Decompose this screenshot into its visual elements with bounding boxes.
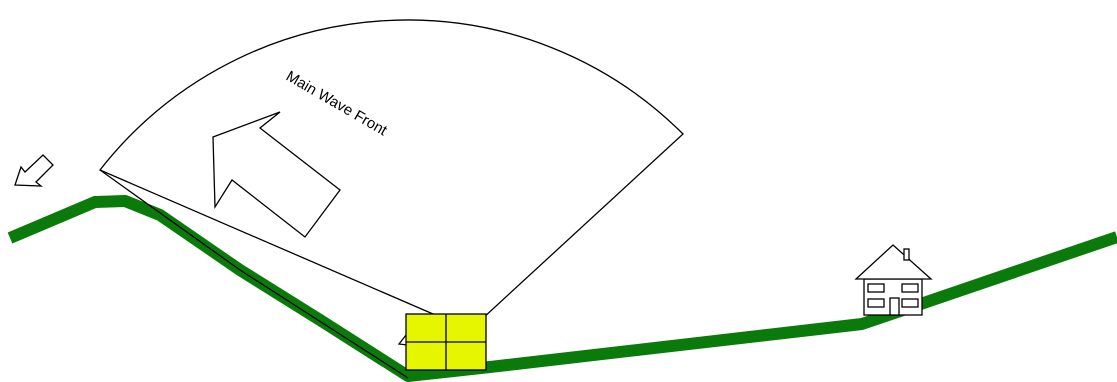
small-arrow-icon xyxy=(15,155,53,186)
house-icon xyxy=(856,245,931,315)
wave-fan xyxy=(100,20,683,330)
yellow-block xyxy=(406,314,486,370)
